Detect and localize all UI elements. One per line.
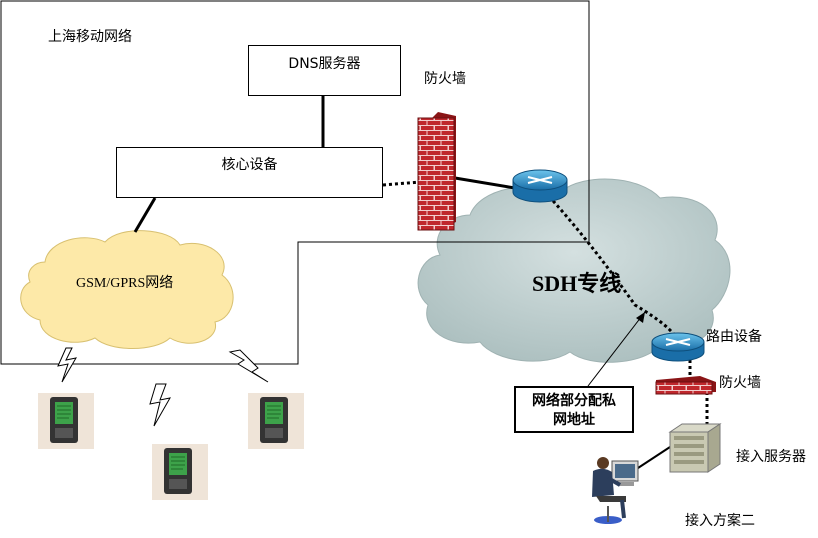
access-server-label: 接入服务器 [736,449,806,465]
wireless-signal-icon [57,347,77,383]
firewall-icon [417,112,456,231]
gsm-cloud-label: GSM/GPRS网络 [76,276,174,291]
callout-pointer [587,311,646,387]
callout-arrowhead [636,312,645,323]
router-icon-2 [651,332,705,362]
user-workstation-icon [592,457,639,524]
router-router-link [543,190,680,341]
private-address-label: 网络部分配私网地址 [532,393,616,428]
server-pc-link [637,446,671,469]
firewall-top-label: 防火墙 [424,71,466,87]
router-icon [512,169,568,203]
region-border [0,0,590,365]
dns-server-box: DNS服务器 [248,45,401,96]
core-device-box: 核心设备 [116,147,383,198]
mobile-terminal-icon [38,393,94,449]
region-label: 上海移动网络 [48,29,132,45]
router-label: 路由设备 [706,329,762,345]
firewall-router-link [454,176,516,190]
mobile-terminal-icon-3 [248,393,304,449]
sdh-cloud-label: SDH专线 [532,271,622,296]
firewall-bottom-label: 防火墙 [719,375,761,391]
wireless-signal-icon-2 [149,383,171,427]
core-gsm-link [133,197,157,233]
wireless-signal-icon-3 [228,349,269,383]
dns-server-label: DNS服务器 [288,56,361,72]
scheme-label: 接入方案二 [685,513,755,529]
firewall-icon-2 [655,376,716,395]
private-address-callout: 网络部分配私网地址 [514,386,634,433]
gsm-cloud [20,230,234,349]
mobile-terminal-icon-2 [152,444,208,500]
server-icon [668,423,722,473]
core-device-label: 核心设备 [221,157,278,173]
core-firewall-link [382,180,421,187]
